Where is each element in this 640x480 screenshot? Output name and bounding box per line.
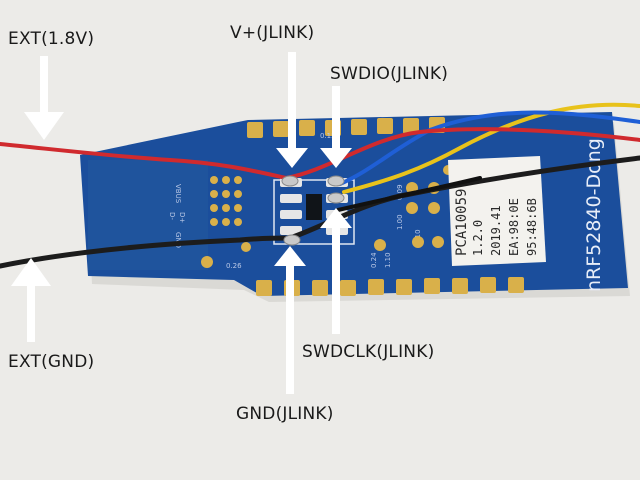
label-ext-ground: EXT(GND) bbox=[8, 352, 95, 372]
wires bbox=[0, 102, 640, 269]
pin-label-100: 1.00 bbox=[396, 214, 404, 230]
pin-label-110: 1.10 bbox=[384, 252, 392, 268]
arrow-vplus bbox=[276, 52, 308, 168]
label-vplus-jlink: V+(JLINK) bbox=[230, 23, 315, 43]
sticker-line-date: 2019.41 bbox=[489, 205, 503, 256]
board-model-label: nRF52840-Dong bbox=[583, 138, 605, 292]
annotation-arrows bbox=[11, 52, 352, 394]
pin-label-026: 0.26 bbox=[226, 262, 242, 270]
pad-label-dminus: D- bbox=[168, 212, 176, 220]
arrow-gnd bbox=[274, 246, 306, 394]
label-swdio-jlink: SWDIO(JLINK) bbox=[330, 64, 449, 84]
pad-label-vbus: VBUS bbox=[174, 184, 182, 204]
arrow-ext-ground bbox=[11, 258, 51, 342]
pad-label-dplus: D+ bbox=[178, 212, 186, 223]
sticker-line-version: 1.2.0 bbox=[471, 220, 485, 256]
sticker-line-mac-1: EA:98:0E bbox=[507, 198, 521, 256]
sticker-line-model: PCA10059 bbox=[454, 189, 470, 256]
pad-label-gnd: GND bbox=[174, 232, 182, 248]
sticker-line-mac-2: 95:48:6B bbox=[525, 198, 539, 256]
top-edge-pads bbox=[247, 117, 445, 138]
label-gnd-jlink: GND(JLINK) bbox=[236, 404, 334, 424]
pin-label-024: 0.24 bbox=[370, 252, 378, 268]
blue-wire bbox=[338, 110, 640, 186]
label-swdclk-jlink: SWDCLK(JLINK) bbox=[302, 342, 435, 362]
solder-joints bbox=[281, 175, 345, 246]
nrf52840-dongle-board: VBUS D- D+ GND 0.26 1.10 0.24 1.00 0.09 … bbox=[80, 112, 628, 296]
black-wire-swdclk bbox=[336, 176, 482, 212]
arrow-swdio bbox=[320, 86, 352, 168]
pin-label-015: 0.15 bbox=[320, 132, 336, 140]
label-ext-supply: EXT(1.8V) bbox=[8, 29, 95, 49]
arrow-swdclk bbox=[320, 208, 352, 334]
arrow-ext-supply bbox=[24, 56, 64, 140]
swd-center-component bbox=[306, 194, 322, 220]
usb-edge-area bbox=[88, 160, 208, 270]
test-pad-grid bbox=[201, 176, 251, 268]
pin-label-009: 0.09 bbox=[396, 184, 404, 200]
yellow-wire bbox=[342, 102, 640, 194]
